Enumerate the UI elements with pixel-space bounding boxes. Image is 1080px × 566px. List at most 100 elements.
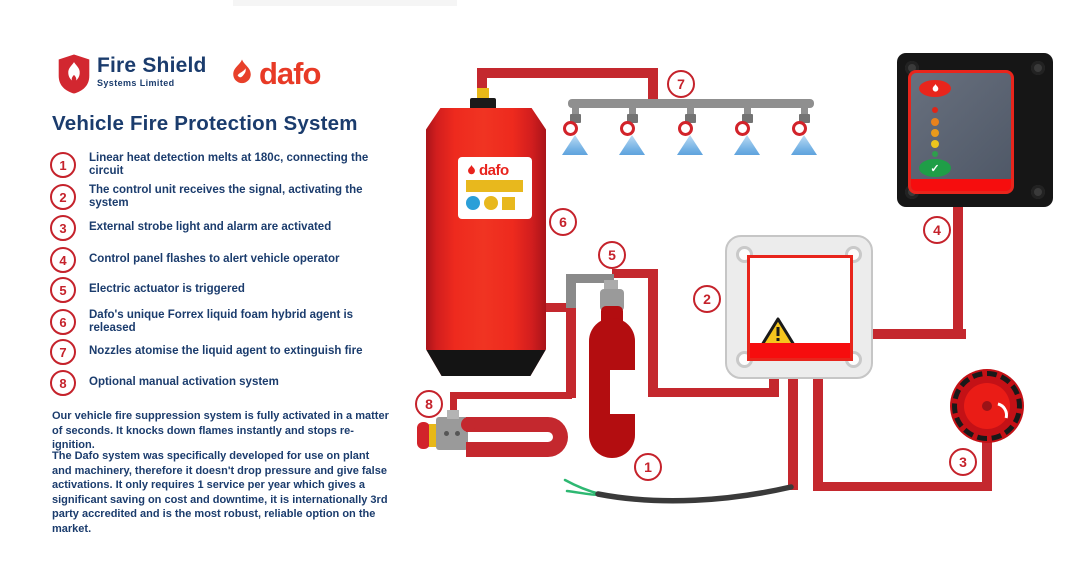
led-yellow [931, 140, 939, 148]
step-number-badge: 8 [50, 370, 76, 396]
panel-display: ✓ [908, 70, 1014, 194]
pipe-unit-to-panel-horizontal [868, 329, 966, 339]
shield-flame-icon [58, 54, 90, 94]
step-number-badge: 3 [50, 215, 76, 241]
cab-control-panel: ✓ [897, 53, 1053, 207]
step-text: Nozzles atomise the liquid agent to exti… [89, 345, 363, 358]
led-orange [931, 129, 939, 137]
callout-2: 2 [693, 285, 721, 313]
screw-icon [1031, 61, 1045, 75]
step-row-5: 5 Electric actuator is triggered [50, 277, 390, 303]
tank-label-bar [466, 180, 523, 192]
pipe-unit-stub-left [769, 375, 779, 397]
step-text: Linear heat detection melts at 180c, con… [89, 152, 369, 178]
spray-nozzle [734, 106, 760, 155]
dafo-wordmark: dafo [259, 56, 321, 91]
tank-label: dafo [458, 157, 532, 219]
manual-activation-stem [447, 410, 459, 419]
tank-cap-yellow [477, 88, 489, 101]
callout-8: 8 [415, 390, 443, 418]
foam-tank [426, 108, 546, 376]
spray-nozzle [619, 106, 645, 155]
page-title: Vehicle Fire Protection System [52, 112, 358, 135]
led-red [932, 107, 938, 113]
manual-activation-knob [417, 422, 430, 449]
actuator-valve [600, 289, 624, 311]
callout-5: 5 [598, 241, 626, 269]
callout-4: 4 [923, 216, 951, 244]
tank-cap-black [470, 98, 496, 110]
dafo-flame-icon [468, 164, 475, 174]
step-text: Control panel flashes to alert vehicle o… [89, 253, 340, 266]
callout-6: 6 [549, 208, 577, 236]
handle-cap [473, 442, 488, 457]
pipe-manual-drop [450, 392, 457, 418]
summary-paragraph-1: Our vehicle fire suppression system is f… [52, 410, 389, 452]
fire-indicator [919, 80, 951, 97]
pipe-junction-vertical [566, 306, 576, 398]
pipe-manual-horizontal [452, 392, 572, 399]
pipe-unit-to-panel-vertical [953, 205, 963, 339]
step-text: Electric actuator is triggered [89, 283, 245, 296]
pipe-bell-bottom [813, 482, 992, 491]
valve-dot [444, 431, 449, 436]
step-text: Dafo's unique Forrex liquid foam hybrid … [89, 309, 354, 335]
dafo-flame-icon [233, 59, 251, 84]
pipe-tank-top [477, 68, 487, 92]
spray-cone [734, 135, 760, 155]
fire-shield-logo [57, 52, 91, 101]
ok-indicator: ✓ [919, 159, 951, 177]
bell-vents [952, 371, 1022, 441]
step-row-6: 6 Dafo's unique Forrex liquid foam hybri… [50, 309, 390, 336]
dafo-logo: dafo [228, 56, 321, 91]
fire-shield-sub: Systems Limited [97, 78, 175, 88]
pipe-unit-to-wire [788, 375, 798, 490]
step-row-3: 3 External strobe light and alarm are ac… [50, 215, 390, 241]
spray-cone [791, 135, 817, 155]
actuator-bottle-notch [610, 370, 638, 414]
step-text: External strobe light and alarm are acti… [89, 221, 332, 234]
tank-label-blue-dot [466, 196, 480, 210]
tank-label-yellow-dot [484, 196, 498, 210]
pipe-actuator-to-unit [648, 388, 779, 397]
step-row-2: 2 The control unit receives the signal, … [50, 184, 390, 211]
step-text: The control unit receives the signal, ac… [89, 184, 363, 210]
screw-icon [1031, 185, 1045, 199]
step-number-badge: 5 [50, 277, 76, 303]
step-row-7: 7 Nozzles atomise the liquid agent to ex… [50, 339, 390, 365]
bell-center [982, 401, 992, 411]
manual-activation-collar [429, 424, 436, 447]
step-row-8: 8 Optional manual activation system [50, 370, 390, 396]
spray-nozzle [677, 106, 703, 155]
control-unit-display [747, 255, 853, 361]
tank-base [426, 350, 546, 376]
flame-icon [932, 84, 938, 92]
spray-cone [677, 135, 703, 155]
manual-activation-handle [466, 417, 568, 457]
alarm-bell [950, 369, 1024, 443]
step-number-badge: 6 [50, 309, 76, 336]
valve-dot [455, 431, 460, 436]
heat-detection-wire [563, 478, 794, 504]
spray-cone [562, 135, 588, 155]
gray-pipe-vertical [566, 274, 576, 308]
step-number-badge: 1 [50, 152, 76, 179]
led-orange [931, 118, 939, 126]
spray-nozzle [562, 106, 588, 155]
panel-red-bar [911, 179, 1011, 191]
gray-pipe-horizontal [566, 274, 614, 283]
pipe-top-horizontal [477, 68, 658, 78]
callout-7: 7 [667, 70, 695, 98]
step-number-badge: 4 [50, 247, 76, 273]
control-unit [725, 235, 873, 379]
spray-cone [619, 135, 645, 155]
summary-paragraph-2: The Dafo system was specifically develop… [52, 450, 388, 535]
pipe-bell-pole [982, 434, 992, 486]
pipe-unit-to-bell-down [813, 375, 823, 490]
manual-activation-valve [436, 417, 468, 450]
callout-3: 3 [949, 448, 977, 476]
fire-shield-name: Fire Shield [97, 54, 207, 77]
nozzle-manifold-bar [568, 99, 814, 108]
step-text: Optional manual activation system [89, 376, 279, 389]
